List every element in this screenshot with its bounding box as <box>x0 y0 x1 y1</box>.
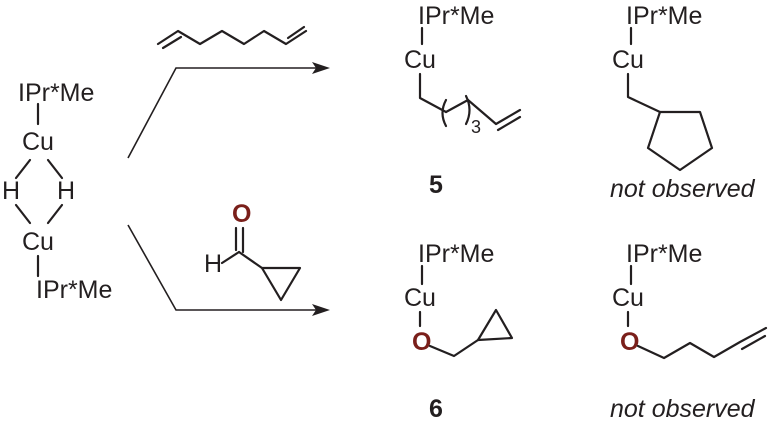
p5-vinyl-double <box>496 115 522 132</box>
p6-cu-label: Cu <box>404 284 436 312</box>
p6alt-oxygen-label: O <box>620 328 639 356</box>
hexadiene-reagent <box>156 25 308 50</box>
p6alt-ligand-label: IPr*Me <box>626 240 702 268</box>
p6alt-vinyl-double <box>740 334 767 351</box>
cu-h-bond-top-left <box>14 158 32 180</box>
aldehyde-oxygen-label: O <box>232 200 251 228</box>
copper-hydride-dimer: IPr*Me Cu H H Cu IPr*Me <box>2 79 112 304</box>
not-observed-label-bottom: not observed <box>610 395 756 423</box>
product-5-alternative: IPr*Me Cu not observed <box>610 2 756 203</box>
product-5: IPr*Me Cu 3 5 <box>404 2 522 199</box>
cu-top-label: Cu <box>22 128 54 156</box>
compound-6-label: 6 <box>429 395 443 423</box>
p5-paren-open <box>441 98 448 128</box>
p5-ligand-label: IPr*Me <box>418 2 494 30</box>
cu-h-bond-top-right <box>46 158 64 180</box>
p6-ch2-bond <box>428 338 480 358</box>
cu-h-bond-bottom-right <box>46 203 64 225</box>
p5-chain-end <box>466 98 522 126</box>
p5alt-ch2-bond <box>626 72 662 114</box>
p6alt-chain <box>636 326 768 360</box>
p5-chain-repeat <box>444 98 470 114</box>
p5-paren-close <box>464 94 471 126</box>
hydride-right-label: H <box>57 177 75 205</box>
cu-h-bond-bottom-left <box>14 203 32 225</box>
p6-ligand-label: IPr*Me <box>418 240 494 268</box>
p5alt-cu-label: Cu <box>612 46 644 74</box>
p6-oxygen-label: O <box>412 328 431 356</box>
p6alt-cu-label: Cu <box>612 284 644 312</box>
product-6: IPr*Me Cu O 6 <box>404 240 514 423</box>
cyclopropanecarboxaldehyde-reagent: O H <box>204 200 302 302</box>
p5-subscript: 3 <box>471 117 481 137</box>
p5alt-ligand-label: IPr*Me <box>626 2 702 30</box>
product-6-alternative: IPr*Me Cu O not observed <box>610 240 768 423</box>
ligand-bottom-label: IPr*Me <box>36 276 112 304</box>
hydride-left-label: H <box>2 177 20 205</box>
aldehyde-ch-bond <box>220 250 241 265</box>
p5-chain-start <box>418 72 448 114</box>
compound-5-label: 5 <box>429 171 443 199</box>
carbonyl-ring-bond <box>237 250 264 270</box>
reaction-arrow-upper <box>127 62 330 159</box>
aldehyde-hydrogen-label: H <box>204 250 222 278</box>
reaction-arrow-lower <box>127 224 330 316</box>
cyclopentane-ring <box>646 110 714 172</box>
ligand-top-label: IPr*Me <box>18 79 94 107</box>
not-observed-label-top: not observed <box>610 175 756 203</box>
cyclopropane-ring <box>260 266 302 302</box>
p5-cu-label: Cu <box>404 46 436 74</box>
p6-cyclopropane-ring <box>476 308 514 342</box>
cu-bottom-label: Cu <box>22 228 54 256</box>
